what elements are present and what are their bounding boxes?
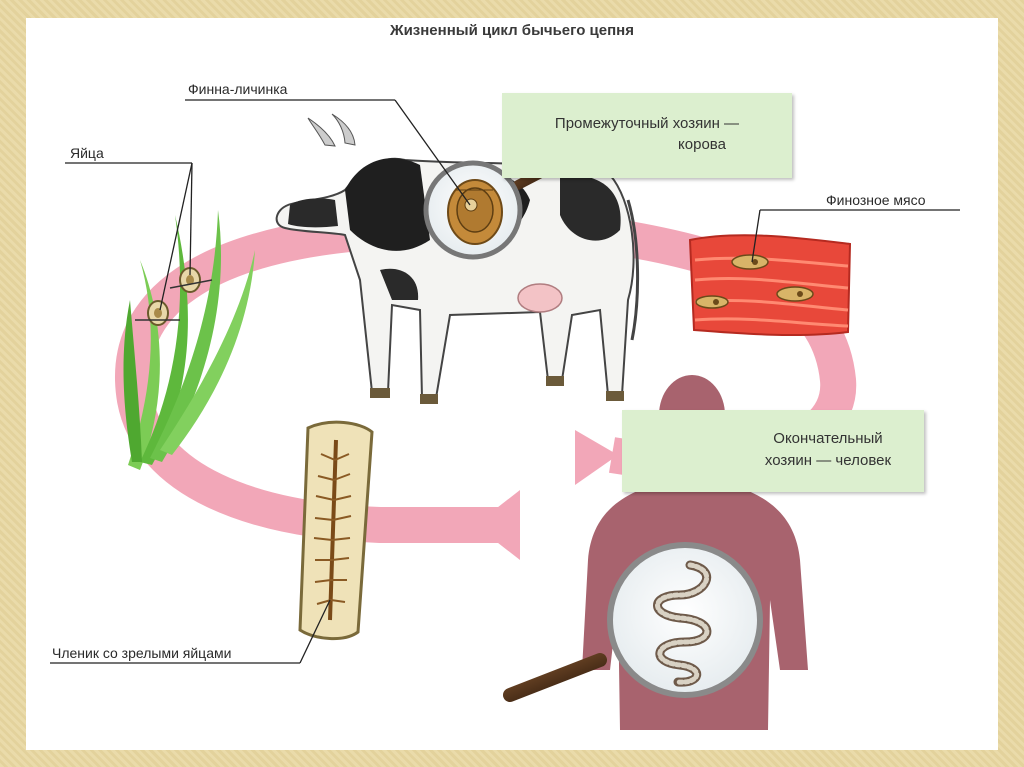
leader-lines <box>50 99 960 664</box>
definitive-host-line1: Окончательный <box>773 430 883 447</box>
diagram-title: Жизненный цикл бычьего цепня <box>390 22 634 39</box>
label-eggs: Яйца <box>70 145 104 161</box>
proglottid-icon <box>298 420 374 641</box>
label-infected-meat: Финозное мясо <box>826 192 926 208</box>
intermediate-host-box: Промежуточный хозяин — корова <box>502 93 792 178</box>
cycle-arrowhead-left <box>475 490 520 560</box>
definitive-host-line2: хозяин — человек <box>764 452 892 469</box>
label-finna-larva: Финна-личинка <box>188 81 288 97</box>
intermediate-host-line2: корова <box>678 136 726 153</box>
cycle-arrowhead-human <box>575 430 618 485</box>
label-mature-segment: Членик со зрелыми яйцами <box>52 645 232 661</box>
definitive-host-box: Окончательный хозяин — человек <box>622 410 924 492</box>
infected-meat-icon <box>688 234 852 337</box>
magnifier-tapeworm <box>503 542 763 702</box>
intermediate-host-line1: Промежуточный хозяин — <box>554 115 740 132</box>
